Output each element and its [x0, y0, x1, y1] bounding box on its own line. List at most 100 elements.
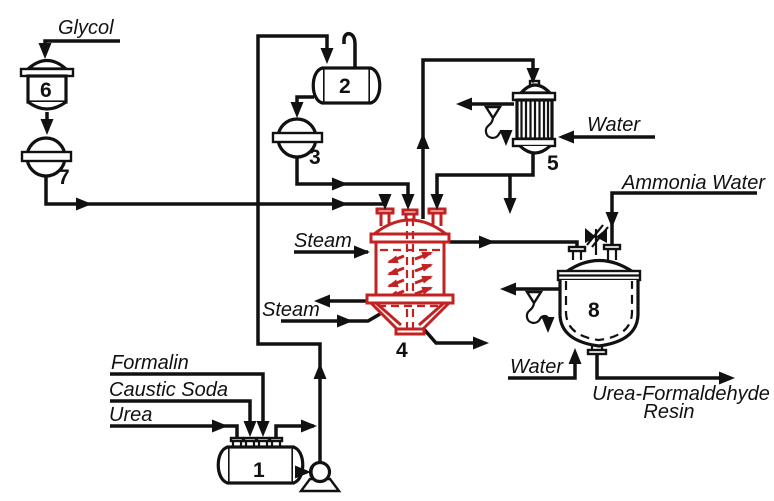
agitator-hatching [586, 224, 609, 248]
stream-labels: Glycol Formalin Caustic Soda Urea Steam … [58, 17, 770, 426]
tank6-bottom [27, 100, 67, 111]
arrow-into-reactor-center [401, 194, 415, 210]
condensate-return-pipe [435, 154, 535, 204]
unit6-number: 6 [40, 79, 52, 102]
formalin-label: Formalin [111, 352, 189, 374]
glycol-feed-pipe [43, 39, 120, 52]
ammonia-feed-pipe [610, 191, 757, 244]
drum1-nozzles [229, 436, 284, 447]
condenser5-bottom-flange [511, 137, 557, 148]
reactor4-cone-inner [375, 301, 445, 327]
arrow-branch-down [503, 198, 517, 214]
condenser5-bottom [518, 144, 552, 155]
arrow-water5-left [558, 130, 574, 144]
ammonia-water-label: Ammonia Water [621, 172, 766, 194]
unit8-number: 8 [588, 299, 600, 322]
arrow-vent5-left [456, 97, 472, 111]
arrow-formalin-down [256, 421, 270, 437]
drum2-right-cap [369, 66, 382, 105]
arrow-trap5-down [499, 130, 513, 146]
nozzle-flange-1 [229, 436, 245, 443]
arrow-reactor-bottom-out [473, 336, 489, 350]
arrow-glycol-line-2 [332, 197, 348, 211]
drum2-left-cap [311, 66, 324, 105]
arrow-caustic-down [243, 421, 257, 437]
arrow-to-kettle8 [479, 235, 495, 249]
trap-s-pipe [525, 302, 550, 324]
kettle8-nozzle-ammonia-flange [602, 243, 622, 251]
condenser5-tubes [520, 101, 550, 139]
arrow-vapor1-right [301, 419, 317, 433]
urea-feed-pipe [110, 424, 239, 439]
funnel-icon [483, 105, 503, 121]
reactor-bottom-pipe [421, 326, 483, 345]
drum1-left-cap [216, 445, 229, 485]
kettle8-nozzle-left-flange [567, 245, 587, 253]
unit3-number: 3 [309, 146, 321, 169]
arrow-water8-up [568, 348, 582, 364]
steam-lower-pipe [281, 312, 381, 323]
arrow-trap8-down [541, 317, 555, 333]
water-dilution-label: Water [510, 356, 564, 378]
arrow-urea-right [212, 419, 228, 433]
drum1-right-cap [292, 445, 305, 485]
arrow-riser-up [313, 363, 327, 379]
filter-7 [20, 136, 73, 178]
pump-volute [310, 464, 315, 480]
filter-3 [271, 117, 324, 159]
kettle8-body [558, 280, 640, 348]
nozzle-flange-2 [242, 436, 258, 443]
arrow-vapor-up [416, 133, 430, 149]
tube-lines [520, 101, 550, 139]
water-condenser-label: Water [587, 114, 641, 136]
resin-product-pipe [595, 353, 729, 380]
funnel-icon [524, 290, 544, 306]
unit2-number: 2 [339, 75, 351, 98]
pump [298, 460, 342, 493]
nozzle-stubs [231, 441, 282, 447]
kettle8-agitator-drive [585, 224, 609, 255]
pump-base [298, 477, 342, 493]
drum2-gooseneck-vent [342, 32, 357, 68]
product-label-line2: Resin [643, 401, 694, 423]
arrow-glycol-line [76, 197, 92, 211]
reactor4-bottom-flange [365, 293, 455, 305]
arrow-glycol-down [38, 43, 52, 59]
arrow-into-3 [290, 102, 304, 118]
arrow-steam-in [354, 245, 370, 259]
caustic-feed-pipe [110, 399, 252, 430]
kettle8-bottom-flange [586, 348, 608, 356]
reactor4-cone-outer [369, 301, 451, 331]
filter3-band [271, 131, 324, 144]
steam-upper-label: Steam [294, 230, 352, 252]
arrow-ammonia-down [605, 212, 619, 228]
nozzle-flange-4 [268, 436, 284, 443]
nozzle-flange-3 [255, 436, 271, 443]
equipment-numbers: 1 2 3 4 5 6 7 8 [40, 75, 600, 482]
reactor4-dome [369, 218, 451, 236]
filter7-band [20, 150, 73, 163]
arrow-steam-lower [337, 314, 353, 328]
unit5-number: 5 [547, 152, 559, 175]
urea-label: Urea [109, 404, 152, 426]
reactor4-nozzle-right [431, 213, 443, 226]
arrow-into-7 [40, 119, 54, 135]
steam-lower-label: Steam [262, 299, 320, 321]
formalin-feed-pipe [110, 372, 265, 430]
kettle-8 [556, 224, 642, 356]
reactor4-cone-flange [394, 327, 426, 336]
reactor4-nozzle-center-flange [401, 208, 419, 216]
unit4-number: 4 [396, 339, 408, 362]
condenser-5 [511, 79, 557, 155]
kettle8-drain-trap [524, 290, 550, 324]
glycol-label: Glycol [58, 17, 114, 39]
reactor-to-8-pipe [449, 240, 579, 246]
agitator-fan-left [585, 228, 596, 243]
tank-6 [19, 58, 75, 111]
arrow-into-drum2 [320, 48, 334, 64]
unit7-number: 7 [58, 166, 70, 189]
product-label-line1: Urea-Formaldehyde [592, 383, 770, 405]
unit1-number: 1 [253, 459, 265, 482]
